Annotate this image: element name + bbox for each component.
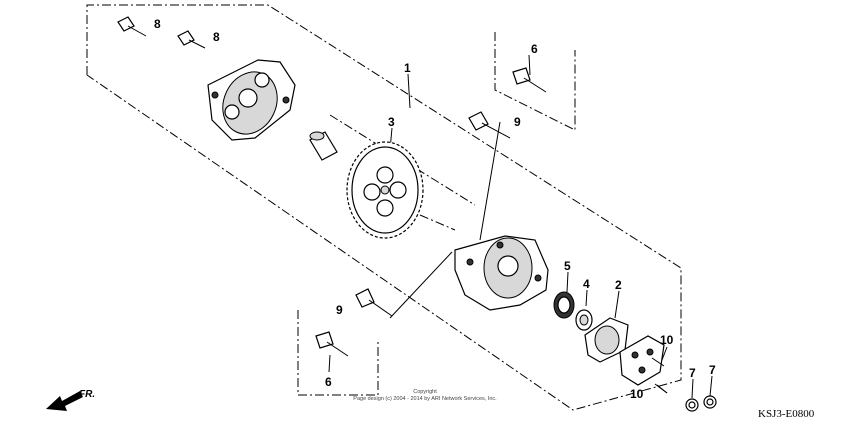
- bolt-6-bottom: [315, 331, 349, 357]
- callout-6-bottom: 6: [325, 375, 332, 389]
- callout-9-top: 9: [514, 115, 521, 129]
- bolt-9-top: [468, 111, 511, 139]
- pump-cover: [207, 59, 296, 141]
- bolt-8-a: [117, 16, 147, 37]
- end-plate: [619, 335, 665, 386]
- callout-8-a: 8: [154, 17, 161, 31]
- callout-2: 2: [615, 278, 622, 292]
- screw-10-top: [651, 357, 665, 367]
- oil-seal: [553, 291, 575, 319]
- callout-6-top: 6: [531, 42, 538, 56]
- pump-rotor: [575, 309, 593, 331]
- callout-8-b: 8: [213, 30, 220, 44]
- front-direction-label: FR.: [79, 389, 95, 400]
- inset-box-bottom: [297, 310, 379, 396]
- copyright-line-1: Copyright: [413, 389, 437, 395]
- bolt-6-top: [512, 67, 547, 93]
- washer-7-right: [703, 395, 717, 409]
- front-direction-arrow: FR.: [46, 389, 95, 411]
- callout-7-left: 7: [689, 366, 696, 380]
- pump-body: [454, 235, 549, 311]
- inset-box-top: [494, 32, 576, 131]
- screw-10-bottom: [654, 383, 668, 394]
- bolt-9-bottom: [355, 288, 393, 317]
- callout-10-bottom: 10: [630, 387, 644, 401]
- callout-7-right: 7: [709, 363, 716, 377]
- copyright-line-2: Page design (c) 2004 - 2014 by ARI Netwo…: [353, 396, 497, 402]
- bolt-8-b: [177, 30, 206, 49]
- callout-3: 3: [388, 115, 395, 129]
- callout-1: 1: [404, 61, 411, 75]
- diagram-code: KSJ3-E0800: [758, 408, 815, 420]
- washer-7-left: [685, 398, 699, 412]
- driven-gear: [346, 141, 424, 239]
- gasket: [584, 317, 629, 363]
- callout-10-top: 10: [660, 333, 674, 347]
- leader-lines: [328, 54, 713, 399]
- dowel-pin: [309, 131, 338, 161]
- callout-9-bottom: 9: [336, 303, 343, 317]
- callout-4: 4: [583, 277, 590, 291]
- callout-5: 5: [564, 259, 571, 273]
